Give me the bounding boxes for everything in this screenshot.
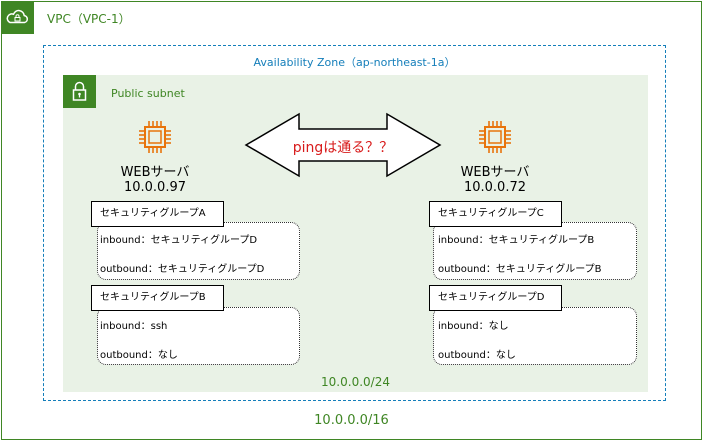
outbound-rule: outbound：セキュリティグループB [438,264,602,275]
vpc-cloud-icon [1,1,34,34]
inbound-rule: inbound：セキュリティグループD [100,235,258,246]
vpc-label: VPC（VPC-1） [47,12,131,26]
ping-question-label: pingは通る？？ [292,140,394,156]
availability-zone-boundary [43,45,666,401]
server-ip: 10.0.0.72 [463,180,527,195]
public-subnet-label: Public subnet [111,87,185,100]
inbound-rule: inbound：ssh [100,321,168,332]
ec2-instance-icon [479,121,511,153]
padlock-icon [63,75,96,108]
double-arrow-icon [244,112,442,178]
vpc-cidr: 10.0.0.0/16 [314,413,389,428]
rules-box [97,307,300,365]
availability-zone-label: Availability Zone（ap-northeast-1a） [253,56,456,69]
security-group-title: セキュリティグループA [91,201,224,227]
subnet-cidr: 10.0.0.0/24 [321,375,390,389]
inbound-rule: inbound：セキュリティグループB [438,235,595,246]
security-group-title: セキュリティグループC [429,201,562,227]
rules-box [433,307,637,365]
inbound-rule: inbound：なし [438,321,509,332]
security-group-title: セキュリティグループD [429,285,562,311]
outbound-rule: outbound：セキュリティグループD [100,264,265,275]
ec2-instance-icon [139,121,171,153]
rules-box [97,222,300,280]
server-ip: 10.0.0.97 [123,180,187,195]
server-name: WEBサーバ [120,165,190,180]
server-name: WEBサーバ [460,165,530,180]
outbound-rule: outbound：なし [100,350,178,361]
outbound-rule: outbound：なし [438,350,516,361]
security-group-title: セキュリティグループB [91,285,224,311]
